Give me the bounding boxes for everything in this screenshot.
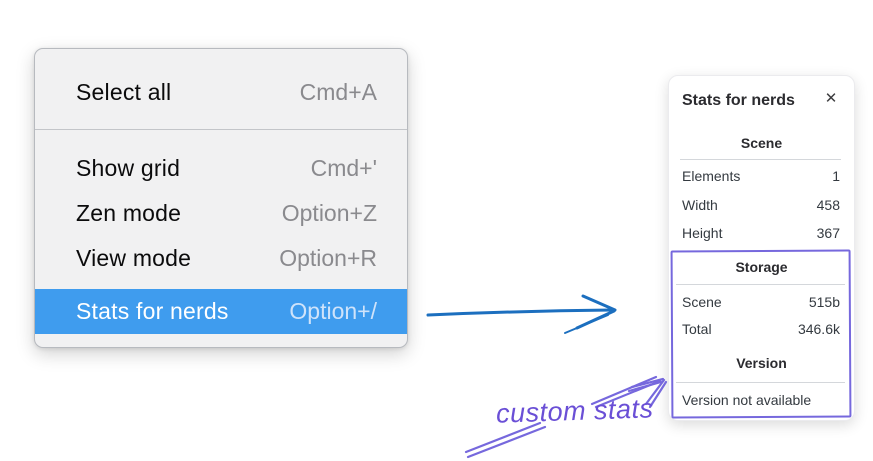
stat-label: Total <box>682 321 712 337</box>
menu-divider <box>35 129 407 130</box>
stat-row-width: Width 458 <box>682 191 840 219</box>
stat-row-elements: Elements 1 <box>682 162 840 190</box>
stat-value: 458 <box>816 197 840 213</box>
stat-value: 346.6k <box>797 321 840 337</box>
stat-label: Scene <box>682 294 722 310</box>
menu-item-show-grid[interactable]: Show grid Cmd+' <box>35 146 407 191</box>
stat-label: Height <box>682 225 723 241</box>
menu-item-label: Show grid <box>76 155 181 181</box>
section-divider <box>680 159 841 160</box>
stat-label: Width <box>682 197 718 213</box>
menu-item-label: View mode <box>76 245 192 271</box>
menu-item-shortcut: Option+R <box>279 245 377 271</box>
menu-item-select-all[interactable]: Select all Cmd+A <box>35 70 407 115</box>
section-header-version: Version <box>736 355 787 371</box>
menu-item-shortcut: Cmd+A <box>299 79 377 105</box>
stat-row-height: Height 367 <box>682 219 840 247</box>
menu-item-shortcut: Option+/ <box>289 298 377 324</box>
stat-label: Elements <box>682 168 741 184</box>
section-header-scene: Scene <box>740 135 783 151</box>
stats-panel: Stats for nerds ✕ Scene Elements 1 Width… <box>668 75 855 421</box>
section-divider <box>676 284 845 285</box>
menu-item-label: Select all <box>76 79 172 105</box>
version-note: Version not available <box>682 392 812 408</box>
stat-value: 367 <box>816 225 840 241</box>
menu-item-shortcut: Cmd+' <box>310 155 377 181</box>
menu-item-zen-mode[interactable]: Zen mode Option+Z <box>35 191 407 236</box>
menu-item-label: Zen mode <box>76 200 182 226</box>
stat-value: 515b <box>808 294 840 310</box>
menu-item-view-mode[interactable]: View mode Option+R <box>35 236 407 281</box>
custom-stats-annotation: custom stats <box>495 393 655 429</box>
stats-panel-title: Stats for nerds <box>682 92 795 109</box>
menu-item-label: Stats for nerds <box>76 298 229 324</box>
menu-item-shortcut: Option+Z <box>281 200 377 226</box>
close-icon[interactable]: ✕ <box>824 90 838 107</box>
stat-value: 1 <box>832 168 840 184</box>
blue-arrow <box>426 294 617 334</box>
stat-row-scene-storage: Scene 515b <box>682 288 840 316</box>
section-header-storage: Storage <box>735 259 788 275</box>
context-menu: Select all Cmd+A Show grid Cmd+' Zen mod… <box>34 48 408 348</box>
section-divider <box>676 382 845 383</box>
menu-item-stats-for-nerds[interactable]: Stats for nerds Option+/ <box>35 289 407 334</box>
stat-row-total-storage: Total 346.6k <box>682 315 840 343</box>
